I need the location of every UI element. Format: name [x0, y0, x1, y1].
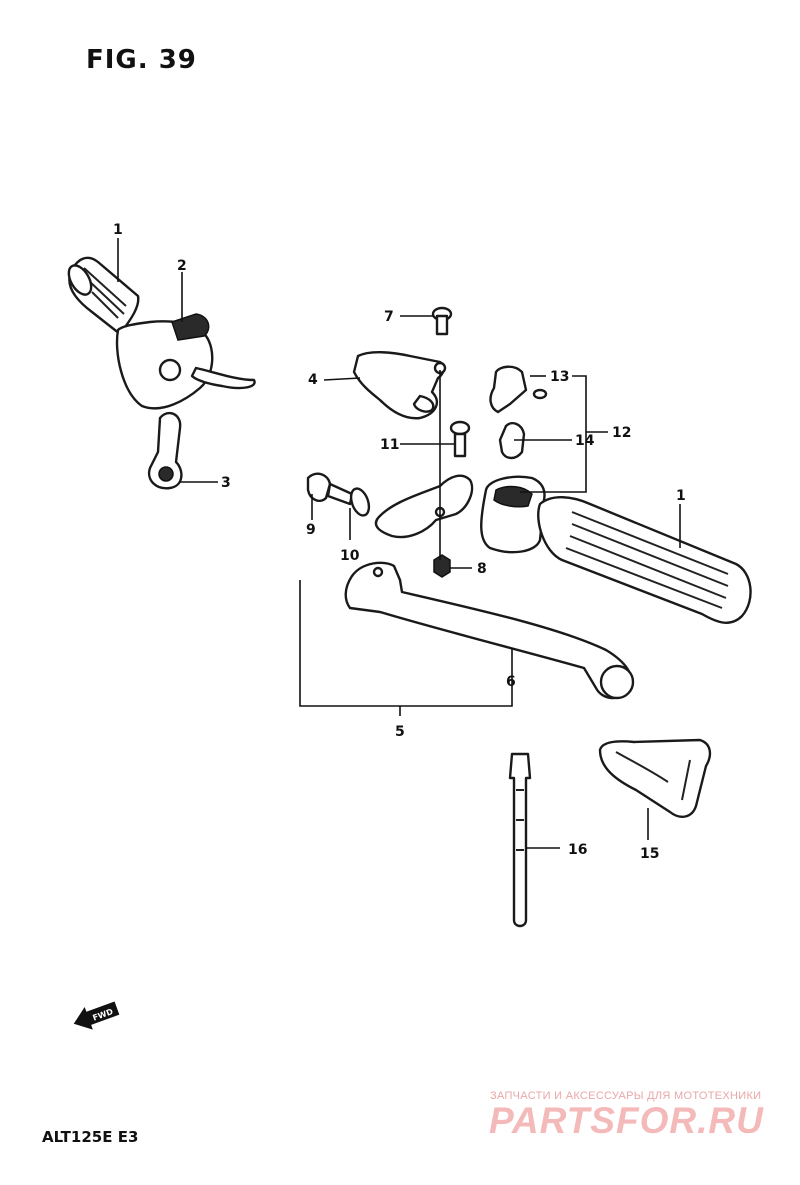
callout-1-left: 1 — [113, 222, 123, 238]
left-grip-part — [67, 256, 140, 336]
callout-11: 11 — [380, 437, 399, 453]
callout-5: 5 — [395, 724, 405, 740]
bracket-part — [374, 474, 474, 539]
watermark-logo: PARTSFOR.RU — [489, 1100, 764, 1141]
callout-4: 4 — [308, 372, 318, 388]
callout-9: 9 — [306, 522, 316, 538]
callout-8: 8 — [477, 561, 487, 577]
callout-12: 12 — [612, 425, 631, 441]
callout-7: 7 — [384, 309, 394, 325]
screw-7-part — [431, 306, 453, 336]
lever-holder-4-part — [352, 351, 447, 420]
callout-15: 15 — [640, 846, 659, 862]
screw-11-part — [449, 420, 471, 458]
right-grip-part — [480, 475, 752, 624]
callout-13: 13 — [550, 369, 569, 385]
model-code: ALT125E E3 — [42, 1128, 139, 1146]
leader-lines — [117, 238, 681, 849]
cable-tie-part — [508, 752, 532, 928]
choke-switch-part — [147, 411, 183, 490]
throttle-housing-part — [115, 320, 256, 410]
washer-10-part — [326, 482, 371, 517]
watermark-tagline: ЗАПЧАСТИ И АКСЕССУАРЫ ДЛЯ МОТОТЕХНИКИ — [490, 1090, 762, 1102]
callout-1-right: 1 — [676, 488, 686, 504]
switch-13-part — [489, 365, 548, 414]
cover-part — [598, 738, 712, 818]
callout-10: 10 — [340, 548, 360, 564]
switch-14-part — [498, 422, 526, 460]
callout-14: 14 — [575, 433, 595, 449]
forward-arrow-icon: FWD — [73, 1001, 120, 1030]
callout-2: 2 — [177, 258, 187, 274]
figure-title: FIG. 39 — [86, 45, 197, 75]
throttle-lever-part — [171, 313, 210, 341]
lever-part — [344, 561, 635, 700]
callout-3: 3 — [221, 475, 231, 491]
nut-8-part — [433, 554, 451, 578]
bolt-9-part — [306, 472, 332, 502]
callout-6: 6 — [506, 674, 516, 690]
callout-16: 16 — [568, 842, 587, 858]
